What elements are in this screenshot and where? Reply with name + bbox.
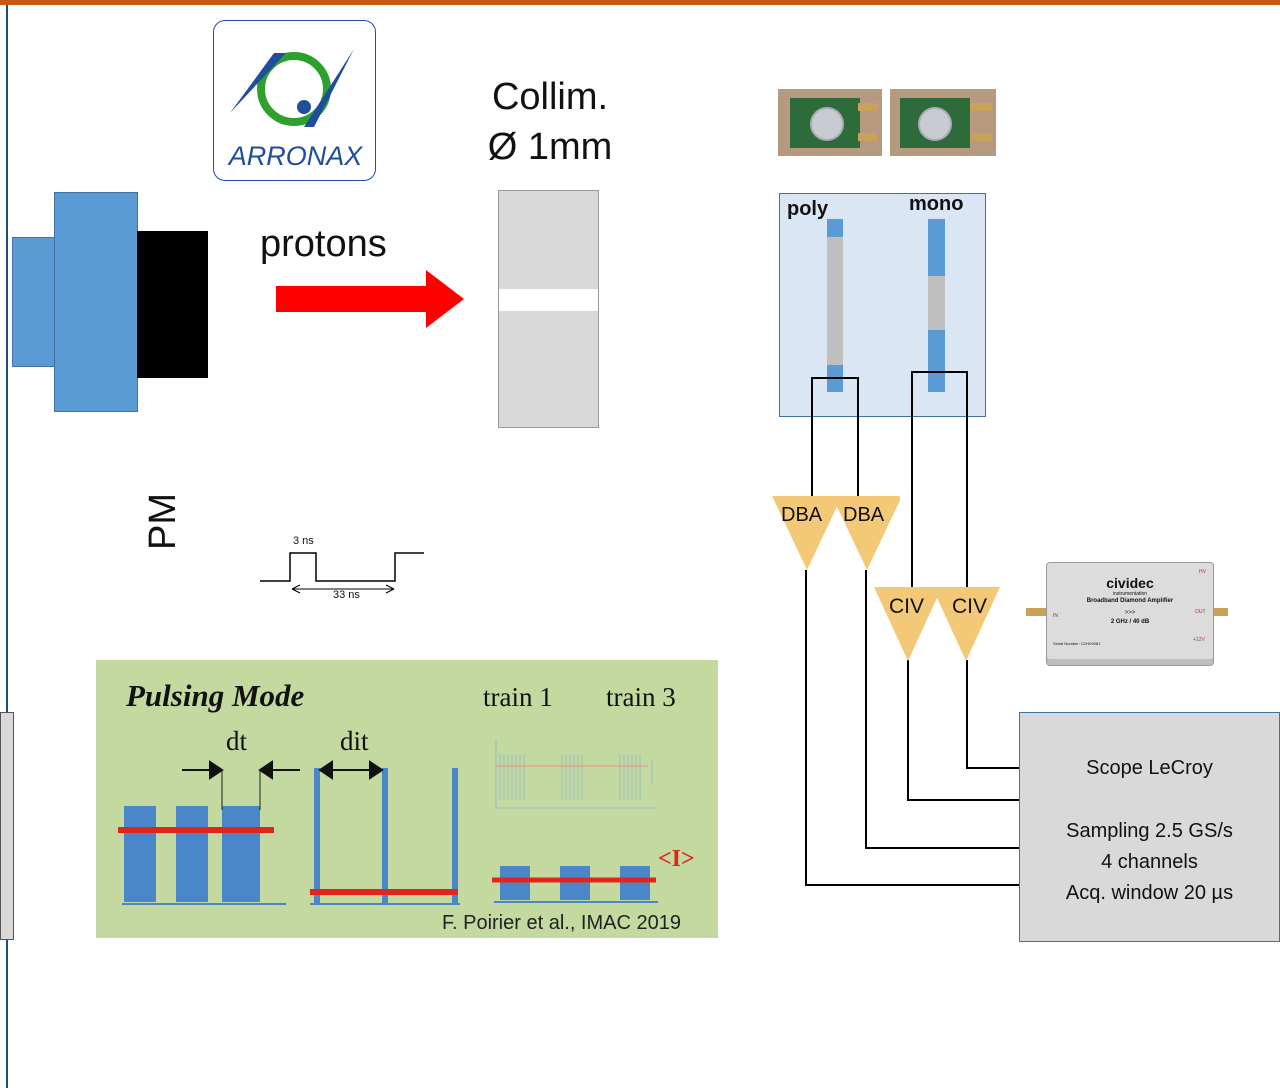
mono-label: mono (909, 193, 964, 215)
cividec-serial: Serial Number: C2HV0081 (1053, 641, 1101, 646)
train3-label: train 3 (606, 682, 676, 712)
civ-right-label: CIV (952, 595, 988, 618)
dba-amplifiers (772, 496, 900, 570)
pulsing-mode-illustration (118, 740, 658, 905)
protons-label: protons (260, 223, 387, 265)
dba-left-label: DBA (781, 504, 823, 526)
civ-left-label: CIV (889, 595, 925, 618)
top-border (0, 0, 1280, 5)
cividec-sub: instrumentation (1112, 591, 1148, 597)
left-frame-line (6, 5, 8, 1088)
pm-scintillator (137, 231, 208, 378)
pulsing-mode-title: Pulsing Mode (126, 678, 305, 713)
arronax-logo: ARRONAX (213, 20, 376, 181)
citation-label: F. Poirier et al., IMAC 2019 (442, 912, 681, 934)
scope-channels: 4 channels (1101, 851, 1198, 873)
diamond-sensor-photo-right (890, 89, 996, 156)
arronax-logo-text: ARRONAX (228, 141, 363, 171)
dt-label: dt (226, 726, 248, 756)
cividec-12v: +12V (1193, 637, 1205, 643)
collimator-label-line1: Collim. (491, 76, 609, 118)
mean-current-label: <I> (658, 846, 695, 872)
detector-holder-box (779, 193, 986, 417)
cividec-brand: cividec (1106, 575, 1154, 591)
scope-title: Scope LeCroy (1086, 757, 1213, 779)
poly-sensor-gray (827, 237, 843, 365)
cividec-hv: HV (1199, 569, 1206, 575)
left-gray-panel (0, 712, 14, 940)
arronax-logo-mark (230, 49, 354, 127)
scope-sampling: Sampling 2.5 GS/s (1066, 820, 1233, 842)
collimator-label-line2: Ø 1mm (487, 126, 613, 168)
cividec-spec: 2 GHz / 40 dB (1110, 619, 1150, 625)
dit-label: dit (340, 726, 369, 756)
pm-body (54, 192, 138, 412)
cividec-arrows: >>> (1124, 610, 1136, 616)
mono-sensor-gray (928, 276, 945, 330)
pulsing-mode-panel: Pulsing Mode dt dit train 1 train 3 (96, 660, 718, 938)
cividec-product: Broadband Diamond Amplifier (1086, 598, 1174, 604)
timing-diagram (260, 552, 424, 594)
cividec-amplifier-photo: cividec instrumentation Broadband Diamon… (1026, 560, 1228, 670)
cividec-out: OUT (1195, 609, 1206, 615)
pulse-width-label: 3 ns (293, 535, 314, 547)
scope-box (1019, 712, 1280, 942)
train1-label: train 1 (483, 682, 553, 712)
poly-label: poly (787, 198, 829, 220)
pm-light-guide (12, 237, 56, 367)
cividec-in: IN (1053, 613, 1058, 619)
collimator-aperture (499, 289, 598, 311)
diamond-sensor-photo-left (778, 89, 882, 156)
civ-amplifiers (874, 587, 1000, 661)
scope-acq-window: Acq. window 20 µs (1065, 882, 1234, 904)
proton-beam-arrow (276, 270, 464, 328)
period-label: 33 ns (333, 589, 360, 601)
dba-right-label: DBA (843, 504, 885, 526)
